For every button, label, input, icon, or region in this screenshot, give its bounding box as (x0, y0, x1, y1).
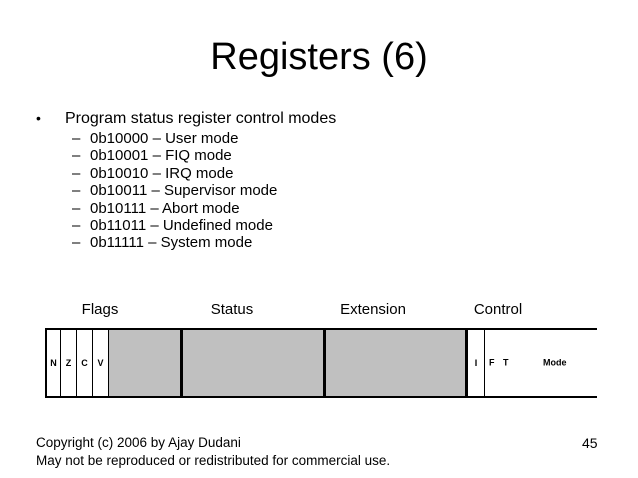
copyright-line2: May not be reproduced or redistributed f… (36, 452, 391, 468)
bullet-sub-text: 0b11011 – Undefined mode (90, 217, 273, 235)
bit-cell-z: Z (60, 330, 76, 396)
bit-label-f: F (489, 357, 495, 368)
dash-marker-icon: – (72, 130, 81, 147)
bullet-sub-text: 0b10010 – IRQ mode (90, 164, 234, 182)
slide-title: Registers (6) (210, 36, 428, 78)
bit-label-t: T (503, 357, 509, 368)
bit-label-n: N (50, 357, 57, 368)
bullet-sub-item: – 0b10000 – User mode (72, 130, 277, 147)
bit-label-i: I (474, 357, 478, 368)
bit-cell-n: N (45, 330, 60, 396)
bit-cell-i: I (465, 330, 484, 396)
bit-cell-c: C (76, 330, 92, 396)
bullet-sub-item: – 0b11111 – System mode (72, 234, 277, 251)
bullet-sub-text: 0b10000 – User mode (90, 130, 239, 147)
dash-marker-icon: – (72, 199, 81, 217)
section-label-extension: Extension (340, 301, 406, 318)
reserved-field-status (180, 330, 323, 396)
bullet-sub-item: – 0b10001 – FIQ mode (72, 147, 277, 164)
reserved-field-flags (108, 330, 180, 396)
bullet-sub-text: 0b11111 – System mode (90, 234, 253, 252)
psr-register-bar: N Z C V I F T Mode (45, 328, 597, 398)
bit-label-c: C (81, 357, 88, 368)
copyright-line1: Copyright (c) 2006 by Ajay Dudani (36, 435, 241, 450)
bullet-sub-item: – 0b10010 – IRQ mode (72, 165, 277, 182)
section-label-status: Status (210, 301, 254, 318)
bullet-main: • Program status register control modes (33, 109, 336, 128)
bit-cell-v: V (92, 330, 108, 396)
bullet-sub-item: – 0b10011 – Supervisor mode (72, 182, 277, 199)
section-label-flags: Flags (81, 301, 119, 318)
bullet-sub-list: – 0b10000 – User mode – 0b10001 – FIQ mo… (72, 130, 277, 252)
page-number: 45 (582, 435, 598, 451)
bullet-sub-text: 0b10001 – FIQ mode (90, 147, 232, 165)
control-field-ftmode: F T Mode (484, 330, 597, 396)
dash-marker-icon: – (72, 164, 81, 182)
dash-marker-icon: – (72, 217, 81, 235)
section-label-control: Control (473, 301, 523, 318)
bullet-sub-text: 0b10011 – Supervisor mode (90, 182, 278, 200)
dash-marker-icon: – (72, 182, 81, 200)
reserved-field-extension (323, 330, 465, 396)
copyright-footer: Copyright (c) 2006 by Ajay Dudani May no… (36, 434, 390, 469)
bullet-main-text: Program status register control modes (65, 110, 337, 127)
dash-marker-icon: – (72, 147, 81, 165)
mode-field-label: Mode (543, 357, 567, 368)
bit-label-z: Z (65, 357, 72, 368)
bit-label-v: V (97, 357, 104, 368)
dash-marker-icon: – (72, 234, 81, 252)
bullet-sub-text: 0b10111 – Abort mode (90, 199, 240, 217)
bullet-sub-item: – 0b10111 – Abort mode (72, 200, 277, 217)
bullet-sub-item: – 0b11011 – Undefined mode (72, 217, 277, 234)
bullet-marker-icon: • (36, 110, 41, 126)
